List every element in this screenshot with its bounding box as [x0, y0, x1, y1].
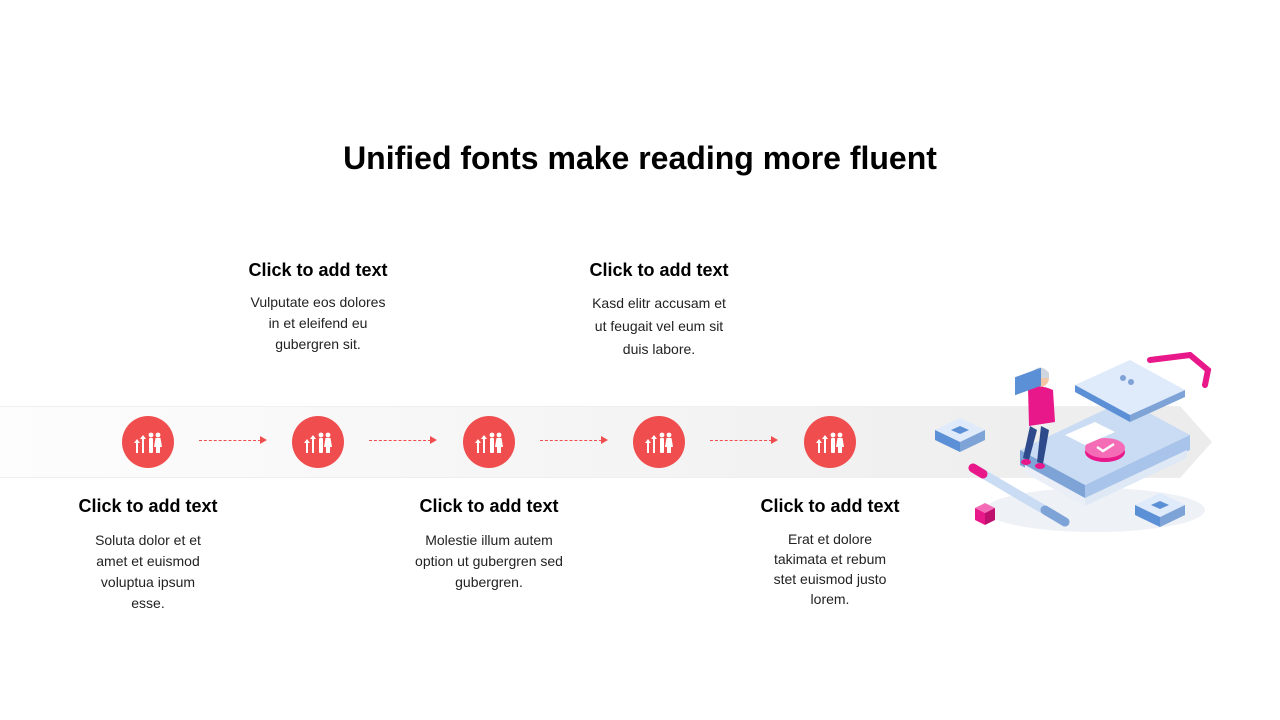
step-4-icon[interactable]: [633, 416, 685, 468]
people-growth-icon: [475, 432, 503, 453]
step-5-body[interactable]: Erat et dolore takimata et rebum stet eu…: [773, 531, 887, 607]
step-4-heading[interactable]: Click to add text: [589, 260, 729, 280]
dashed-arrow-icon: [369, 436, 437, 444]
dashed-arrow-icon: [199, 436, 267, 444]
step-1-heading[interactable]: Click to add text: [78, 496, 218, 516]
people-growth-icon: [816, 432, 844, 453]
people-growth-icon: [304, 432, 332, 453]
step-2-body[interactable]: Vulputate eos dolores in et eleifend eu …: [250, 294, 386, 352]
step-2-text-block: Click to add text Vulputate eos dolores …: [238, 261, 398, 355]
people-growth-icon: [645, 432, 673, 453]
person-reading-books-illustration: [935, 351, 1212, 532]
step-4-text-block: Click to add text Kasd elitr accusam et …: [579, 261, 739, 361]
step-2-icon[interactable]: [292, 416, 344, 468]
step-1-icon[interactable]: [122, 416, 174, 468]
step-5-heading[interactable]: Click to add text: [760, 496, 900, 516]
step-5-icon[interactable]: [804, 416, 856, 468]
step-3-body[interactable]: Molestie illum autem option ut gubergren…: [415, 532, 563, 590]
step-5-text-block: Click to add text Erat et dolore takimat…: [750, 497, 910, 609]
step-3-heading[interactable]: Click to add text: [419, 496, 559, 516]
timeline-band: [0, 406, 1180, 478]
step-1-text-block: Click to add text Soluta dolor et et ame…: [68, 497, 228, 614]
step-3-text-block: Click to add text Molestie illum autem o…: [409, 497, 569, 593]
people-growth-icon: [134, 432, 162, 453]
step-2-heading[interactable]: Click to add text: [248, 260, 388, 280]
step-3-icon[interactable]: [463, 416, 515, 468]
step-4-body[interactable]: Kasd elitr accusam et ut feugait vel eum…: [592, 295, 726, 357]
step-1-body[interactable]: Soluta dolor et et amet et euismod volup…: [95, 532, 201, 611]
dashed-arrow-icon: [540, 436, 608, 444]
slide-title[interactable]: Unified fonts make reading more fluent: [343, 140, 937, 176]
dashed-arrow-icon: [710, 436, 778, 444]
